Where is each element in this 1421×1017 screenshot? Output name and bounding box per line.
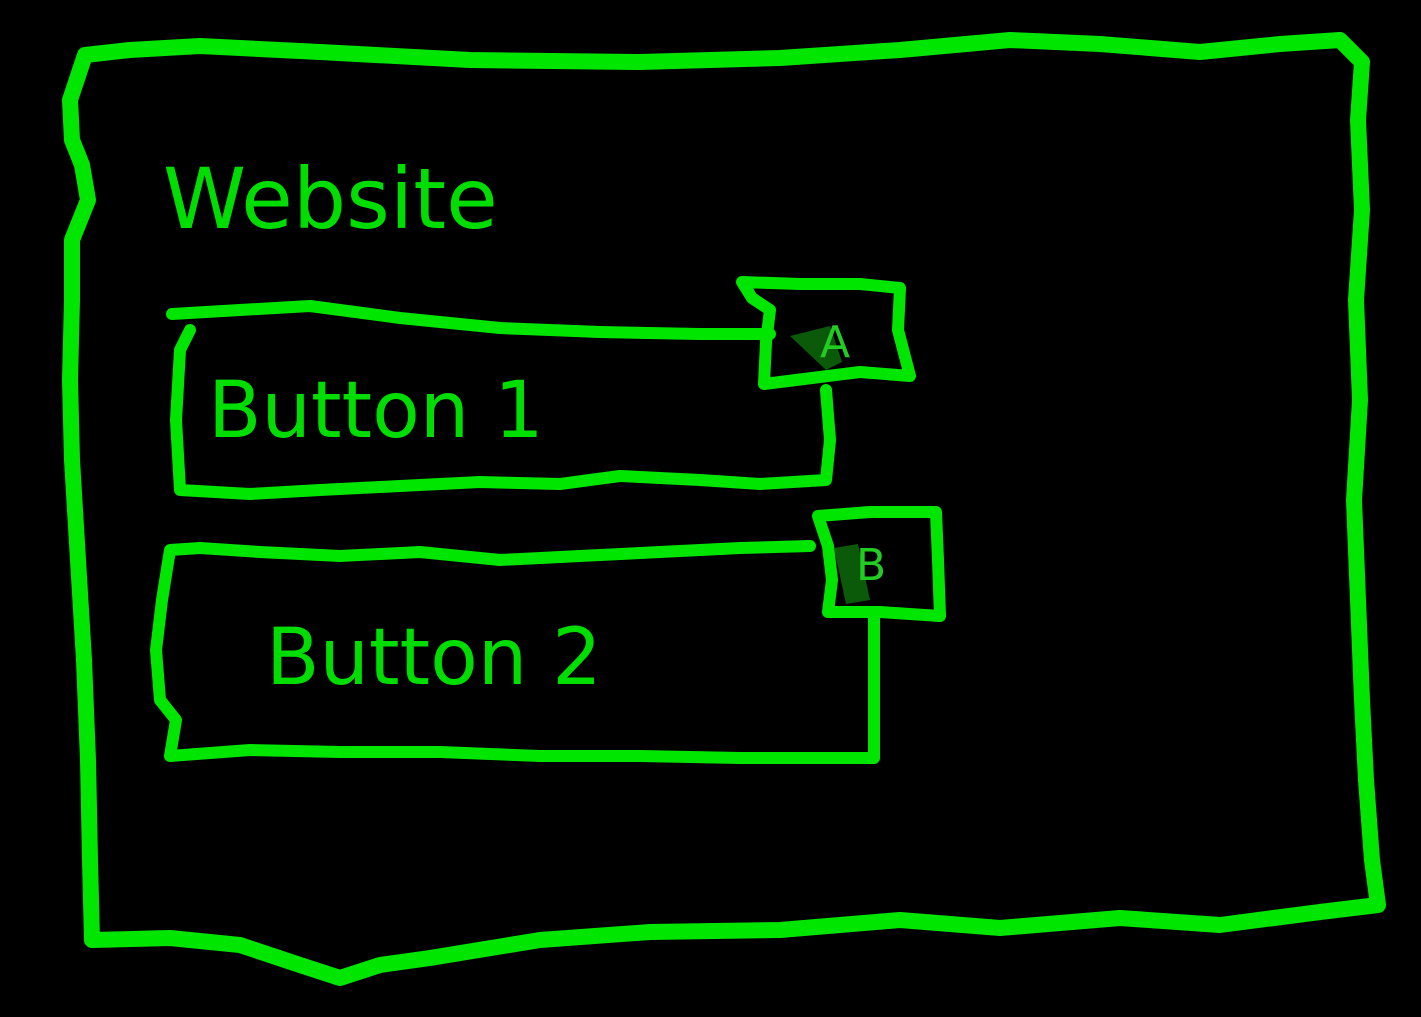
badge-b: B	[856, 540, 886, 591]
website-title: Website	[163, 150, 498, 248]
badge-a-outline	[736, 276, 916, 390]
badge-b-outline	[812, 506, 946, 622]
button-2-label[interactable]: Button 2	[266, 613, 602, 703]
badge-a-shadow	[790, 326, 842, 370]
button-1-label[interactable]: Button 1	[208, 366, 544, 456]
badge-a: A	[820, 317, 850, 368]
button-2-outline	[150, 540, 880, 764]
button-1-outline	[166, 300, 836, 500]
website-frame	[62, 32, 1386, 986]
badge-b-shadow	[834, 544, 870, 604]
